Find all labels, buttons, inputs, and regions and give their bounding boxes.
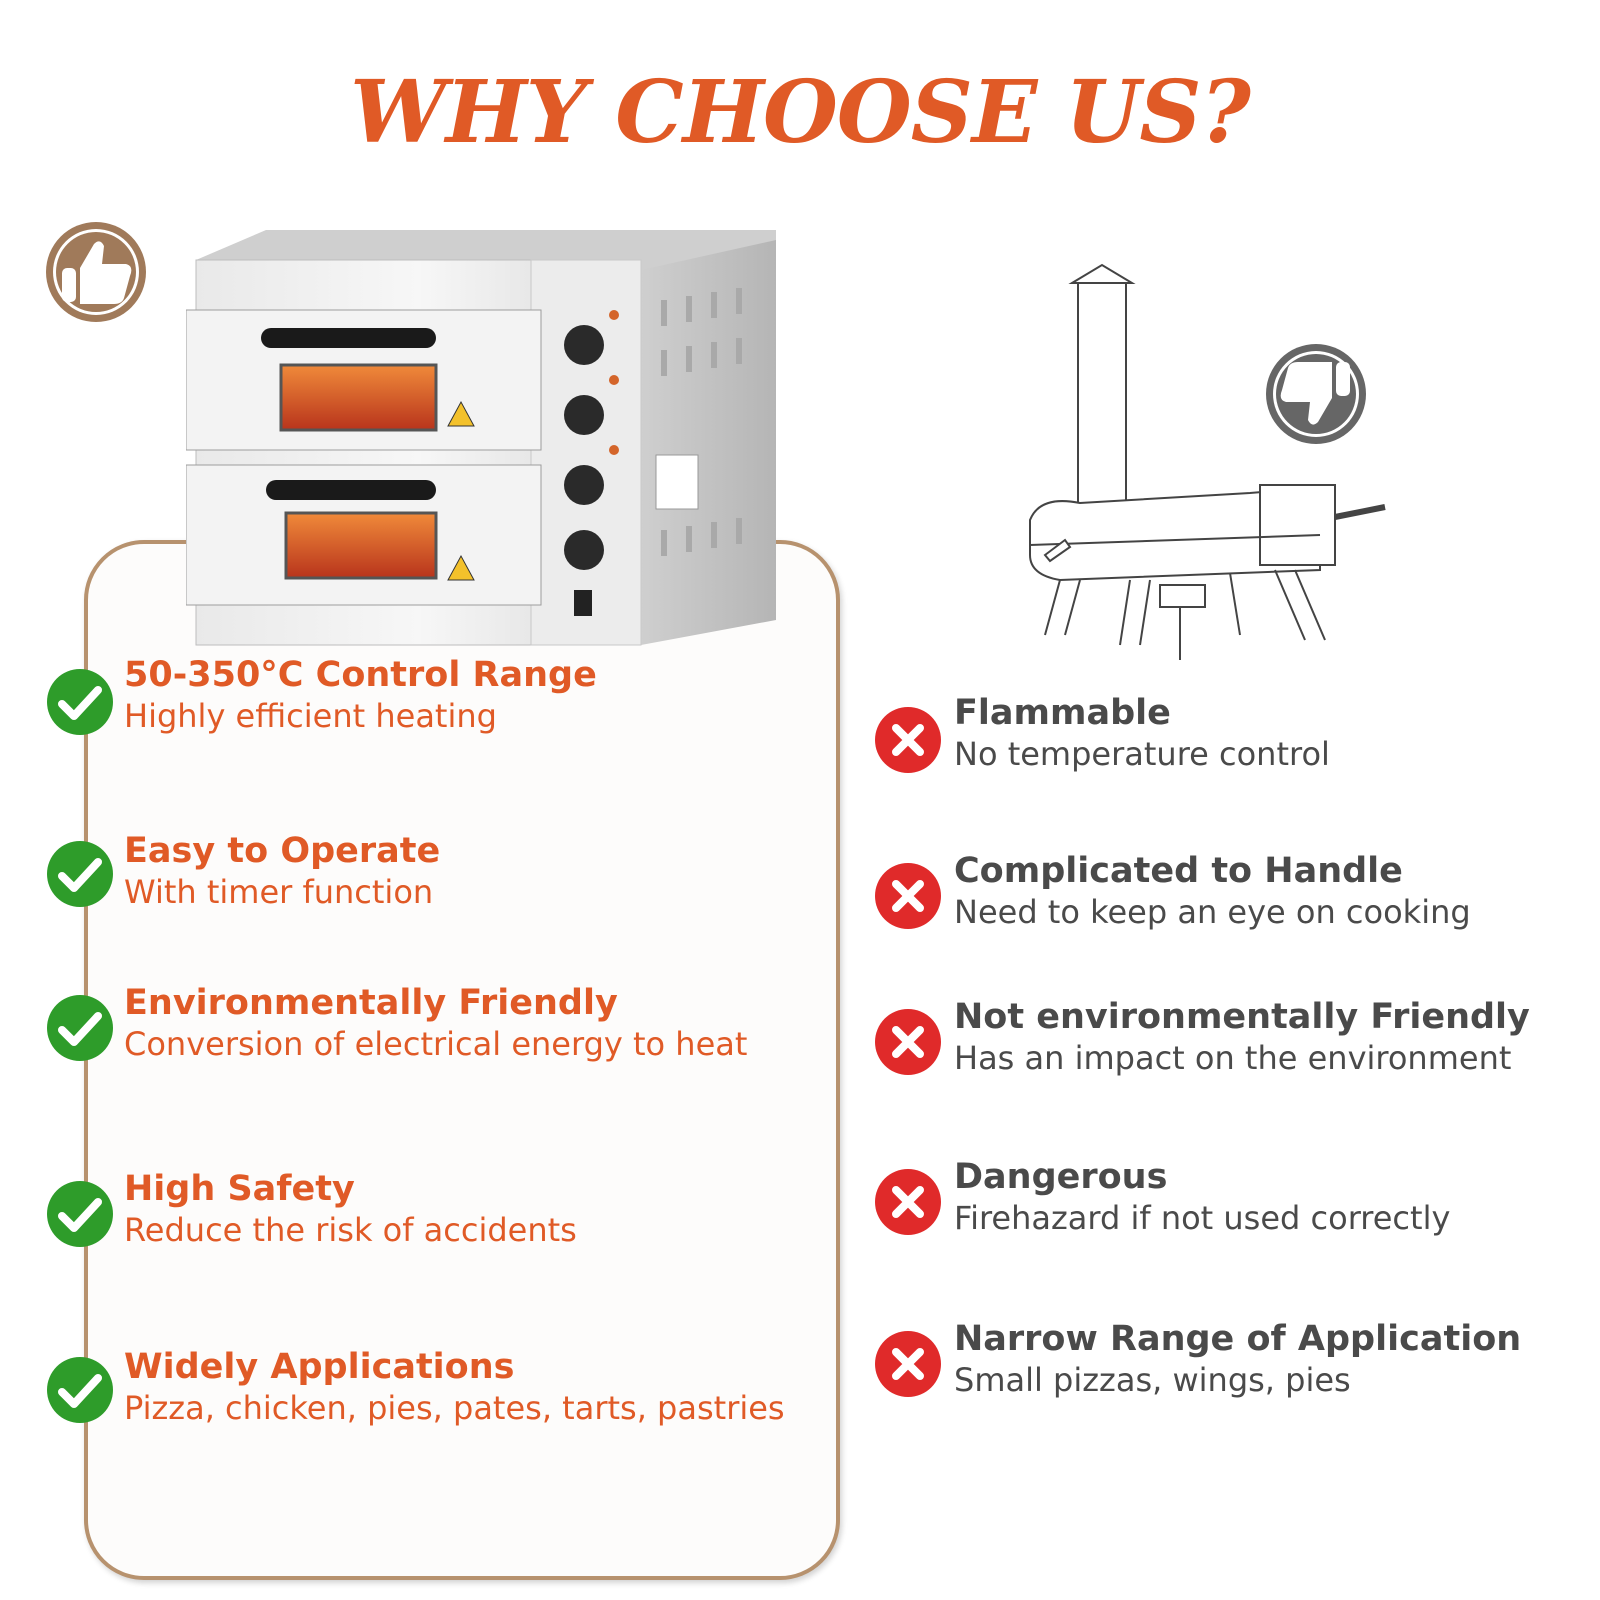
con-desc: Small pizzas, wings, pies xyxy=(954,1361,1351,1399)
cross-icon xyxy=(875,707,941,773)
pro-desc: Reduce the risk of accidents xyxy=(124,1211,577,1249)
con-item: Complicated to Handle Need to keep an ey… xyxy=(954,850,1471,934)
thumbs-up-icon xyxy=(46,222,146,322)
check-icon xyxy=(47,995,113,1061)
pro-item: Easy to Operate With timer function xyxy=(124,830,440,914)
pro-desc: With timer function xyxy=(124,873,434,911)
con-desc: No temperature control xyxy=(954,735,1330,773)
pro-heading: Easy to Operate xyxy=(124,831,441,871)
con-item: Not environmentally Friendly Has an impa… xyxy=(954,996,1530,1080)
pro-desc: Highly efficient heating xyxy=(124,697,497,735)
page-title: WHY CHOOSE US? xyxy=(350,62,1251,163)
pro-heading: Widely Applications xyxy=(124,1347,515,1387)
cross-icon xyxy=(875,1331,941,1397)
pro-heading: 50-350°C Control Range xyxy=(124,655,597,695)
check-icon xyxy=(47,1181,113,1247)
outdoor-pizza-oven-image xyxy=(1029,263,1386,660)
cross-icon xyxy=(875,1009,941,1075)
pro-heading: Environmentally Friendly xyxy=(124,983,618,1023)
con-heading: Narrow Range of Application xyxy=(954,1319,1522,1359)
pro-heading: High Safety xyxy=(124,1169,355,1209)
electric-pizza-oven-image xyxy=(186,230,776,646)
pro-item: Widely Applications Pizza, chicken, pies… xyxy=(124,1346,785,1430)
check-icon xyxy=(47,841,113,907)
thumbs-down-icon xyxy=(1266,344,1366,444)
cross-icon xyxy=(875,863,941,929)
con-desc: Firehazard if not used correctly xyxy=(954,1199,1451,1237)
con-desc: Has an impact on the environment xyxy=(954,1039,1512,1077)
check-icon xyxy=(47,669,113,735)
pro-desc: Pizza, chicken, pies, pates, tarts, past… xyxy=(124,1389,785,1427)
pro-item: 50-350°C Control Range Highly efficient … xyxy=(124,654,597,738)
con-item: Flammable No temperature control xyxy=(954,692,1330,776)
con-item: Dangerous Firehazard if not used correct… xyxy=(954,1156,1450,1240)
con-item: Narrow Range of Application Small pizzas… xyxy=(954,1318,1521,1402)
check-icon xyxy=(47,1357,113,1423)
pros-panel xyxy=(84,540,840,1580)
pro-desc: Conversion of electrical energy to heat xyxy=(124,1025,748,1063)
pro-item: Environmentally Friendly Conversion of e… xyxy=(124,982,747,1066)
con-heading: Complicated to Handle xyxy=(954,851,1403,891)
pro-item: High Safety Reduce the risk of accidents xyxy=(124,1168,577,1252)
con-heading: Flammable xyxy=(954,693,1171,733)
con-heading: Not environmentally Friendly xyxy=(954,997,1530,1037)
con-heading: Dangerous xyxy=(954,1157,1168,1197)
con-desc: Need to keep an eye on cooking xyxy=(954,893,1471,931)
cross-icon xyxy=(875,1169,941,1235)
